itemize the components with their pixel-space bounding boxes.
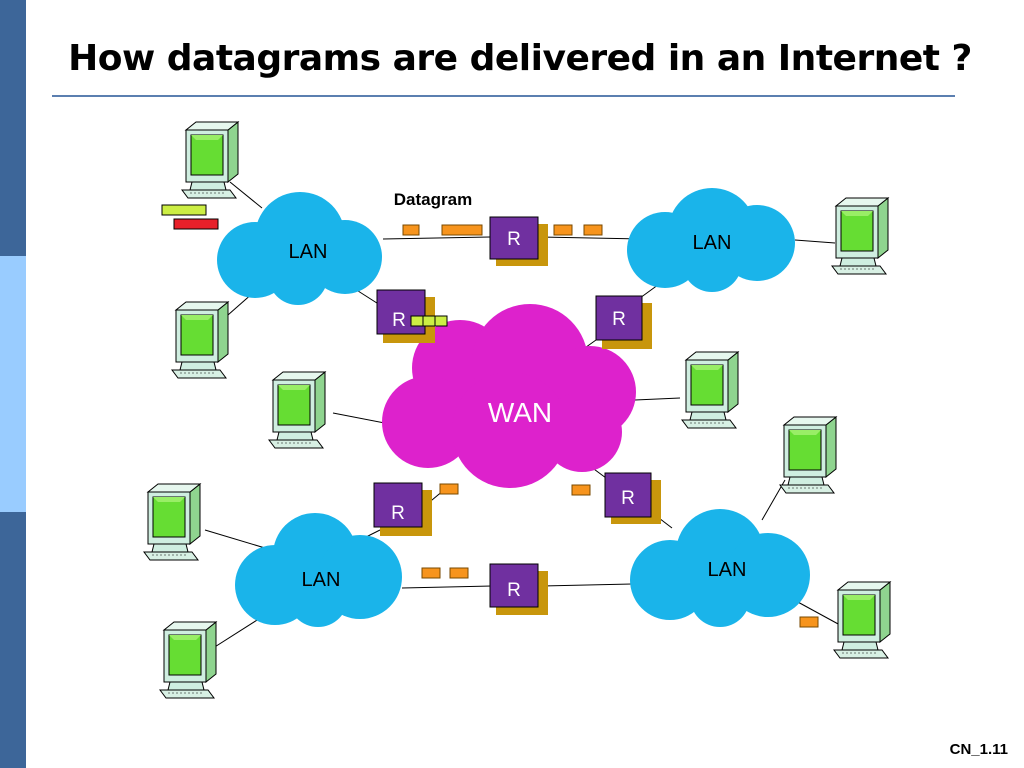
datagram-packet (799, 616, 819, 628)
wan-cloud (382, 304, 636, 488)
computer-icon (181, 121, 239, 199)
lan-cloud-bottom-left (235, 513, 402, 627)
lan-cloud-top-left (217, 192, 382, 305)
accent-bar-middle (0, 256, 26, 512)
computer-icon (779, 416, 837, 494)
router-upper-left: R (376, 289, 435, 343)
computer-icon (171, 301, 229, 379)
router-upper-right: R (595, 295, 652, 349)
router-lower-right: R (604, 472, 661, 524)
source-packet-stack (161, 204, 219, 230)
lan-label-top-right: LAN (693, 232, 732, 254)
datagram-packet (571, 484, 591, 496)
computer-icon (159, 621, 217, 699)
wan-label: WAN (488, 397, 552, 428)
datagram-packet (441, 224, 483, 236)
datagram-packet (439, 483, 459, 495)
lan-label-top-left: LAN (289, 241, 328, 263)
lan-cloud-bottom-right (630, 509, 810, 627)
computer-icon (833, 581, 891, 659)
router-lower-left: R (373, 482, 432, 536)
router-upper-right-label: R (612, 309, 626, 330)
accent-bar-bottom (0, 512, 26, 768)
datagram-packet (402, 224, 420, 236)
router-lower-left-label: R (391, 503, 405, 524)
computer-icon (681, 351, 739, 429)
router-queue-packets (410, 315, 448, 327)
lan-label-bottom-right: LAN (708, 559, 747, 581)
datagram-packet (421, 567, 441, 579)
router-bottom-label: R (507, 580, 521, 601)
datagram-packet (449, 567, 469, 579)
router-top: R (489, 216, 548, 266)
datagram-packet (553, 224, 573, 236)
lan-cloud-top-right (627, 188, 795, 292)
router-lower-right-label: R (621, 488, 635, 509)
router-top-label: R (507, 229, 521, 250)
slide-footer: CN_1.11 (949, 741, 1008, 758)
computer-icon (268, 371, 326, 449)
computer-icon (831, 197, 889, 275)
datagram-packet (583, 224, 603, 236)
datagram-label: Datagram (394, 190, 472, 209)
computer-icon (143, 483, 201, 561)
router-bottom: R (489, 563, 548, 615)
accent-bar-top (0, 0, 26, 256)
slide-title: How datagrams are delivered in an Intern… (68, 38, 972, 79)
left-accent-bar (0, 0, 26, 768)
lan-label-bottom-left: LAN (302, 569, 341, 591)
router-upper-left-label: R (392, 310, 406, 331)
title-underline (52, 95, 955, 97)
